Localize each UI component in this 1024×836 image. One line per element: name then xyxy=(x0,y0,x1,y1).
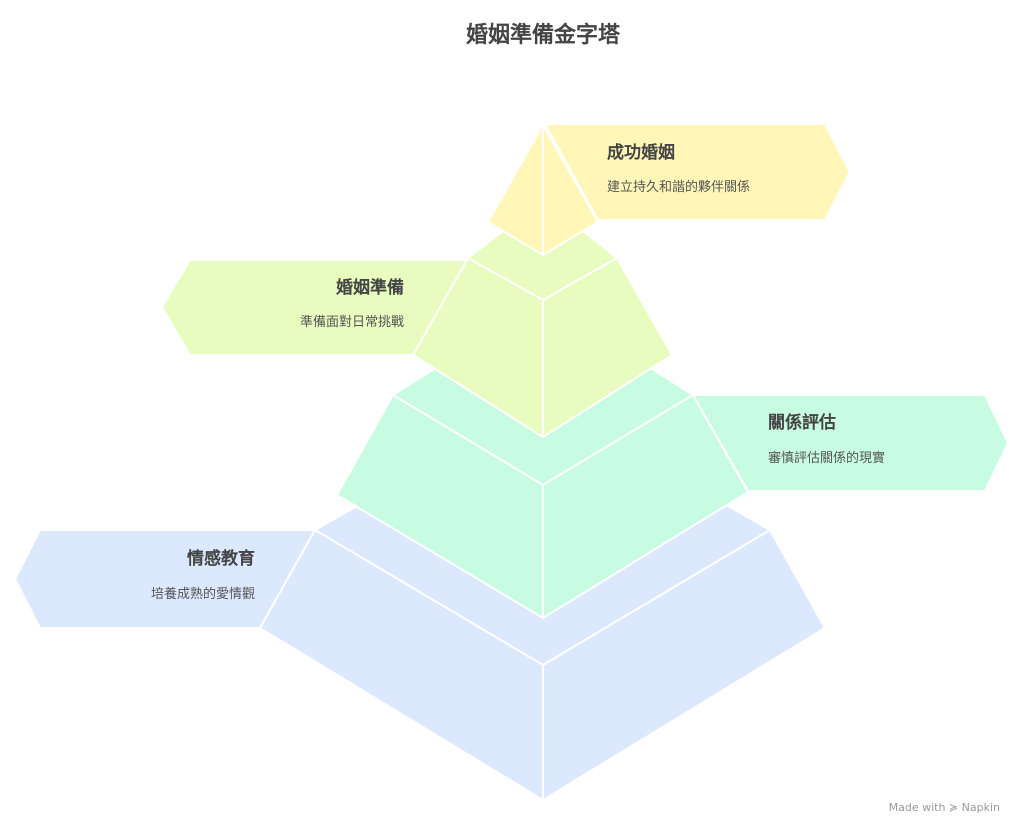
tier-1-label-box xyxy=(544,123,851,221)
tier-2-label-box xyxy=(161,259,469,356)
tier-3-right-face xyxy=(542,394,749,619)
tier-2-right-face xyxy=(542,257,673,438)
tier-4-right-face xyxy=(542,529,826,801)
tier-4-description: 培養成熟的愛情觀 xyxy=(151,586,255,602)
tier-1-description: 建立持久和諧的夥伴關係 xyxy=(607,179,750,195)
tier-4-heading: 情感教育 xyxy=(187,548,255,569)
tier-2-heading: 婚姻準備 xyxy=(336,277,404,298)
tier-3-description: 審慎評估關係的現實 xyxy=(768,450,885,466)
tier-1 xyxy=(487,123,851,256)
tier-1-right-face xyxy=(542,124,599,256)
napkin-watermark: Made with ≽ Napkin xyxy=(888,801,1000,814)
tier-2-description: 準備面對日常挑戰 xyxy=(300,314,404,330)
tier-3-heading: 關係評估 xyxy=(768,412,836,433)
diagram-title: 婚姻準備金字塔 xyxy=(466,22,621,48)
tier-4-label-box xyxy=(14,529,316,629)
tier-1-heading: 成功婚姻 xyxy=(607,142,675,163)
